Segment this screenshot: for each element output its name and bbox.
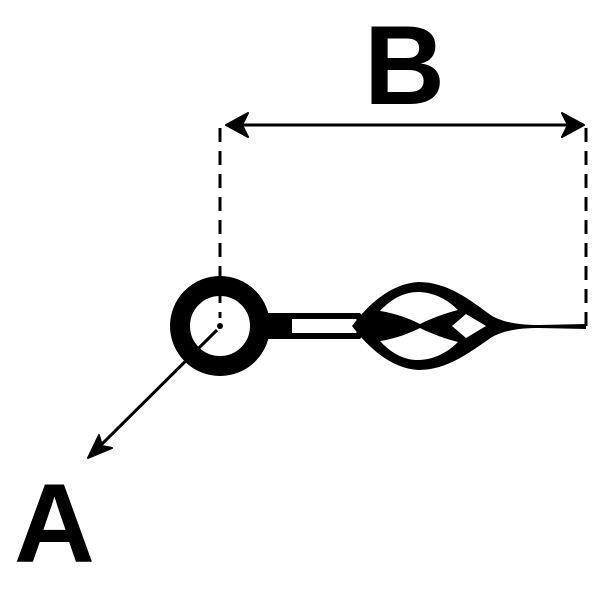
dimension-b-right-arrowhead (561, 112, 585, 138)
dimension-b-left-arrowhead (225, 112, 249, 138)
dimension-a-arrowhead (87, 434, 113, 459)
dimension-a-label: A (14, 461, 95, 586)
hand-spade-cutout-top (380, 292, 458, 324)
dimension-a-arrow-line (98, 328, 219, 448)
hand-pivot-center (217, 323, 223, 329)
dimension-b-label: B (364, 3, 445, 128)
clock-hand (170, 276, 586, 376)
hand-spade-cutout-bottom (380, 328, 458, 360)
hand-spade-cutout-tip (452, 314, 486, 338)
hand-shaft-slot (292, 319, 362, 333)
